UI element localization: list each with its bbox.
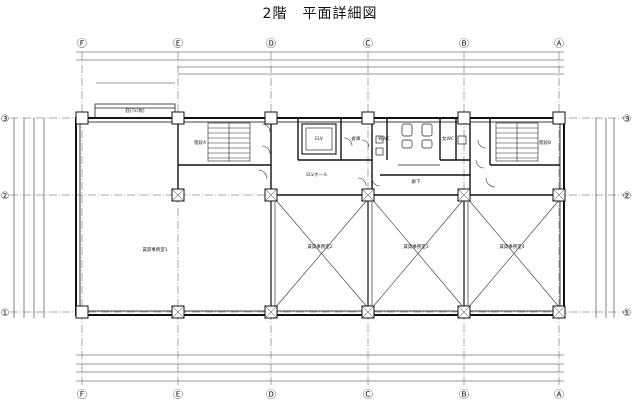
core-walls: [177, 118, 560, 196]
office-2-label: 賃貸事務室2: [307, 243, 332, 250]
office-1-label: 賃貸事務室1: [142, 246, 167, 253]
axis-markers-bottom: Ⓕ Ⓔ Ⓓ Ⓒ Ⓑ Ⓐ: [77, 389, 564, 401]
toilet-fixtures: [375, 123, 467, 166]
axis-label-e-bottom: Ⓔ: [173, 389, 183, 401]
axis-label-d-top: Ⓓ: [266, 38, 276, 50]
axis-label-d-bottom: Ⓓ: [266, 389, 276, 401]
axis-label-2-left: ②: [1, 191, 10, 202]
dimension-lines-left: [13, 118, 45, 318]
axis-label-b-bottom: Ⓑ: [459, 389, 469, 401]
elevator-shaft: [301, 123, 337, 155]
storage-label: 倉庫: [352, 135, 361, 142]
door-swings: [257, 123, 496, 188]
elevator-label: ELV: [315, 136, 324, 142]
axis-label-f-top: Ⓕ: [77, 38, 87, 50]
stair-left: [207, 122, 251, 162]
axis-label-3-right: ③: [623, 114, 632, 125]
axis-label-a-bottom: Ⓐ: [554, 389, 564, 401]
stair-left-label: 階段A: [194, 139, 207, 146]
stair-right-label: 階段B: [539, 139, 551, 146]
grid-lines: [10, 52, 630, 385]
wc-women-label: 女WC: [442, 135, 454, 142]
ev-hall-label: ELVホール: [306, 172, 328, 178]
axis-label-c-top: Ⓒ: [363, 38, 373, 50]
office-3-label: 賃貸事務室3: [403, 243, 428, 250]
stair-right: [495, 122, 539, 162]
axis-label-a-top: Ⓐ: [554, 38, 564, 50]
axis-markers-top: Ⓕ Ⓔ Ⓓ Ⓒ Ⓑ Ⓐ: [77, 38, 564, 50]
exterior-walls: [75, 117, 565, 316]
office-partitions: [270, 195, 469, 312]
axis-markers-right: ③ ② ①: [623, 114, 632, 319]
structural-columns: [75, 111, 566, 319]
wc-men-label: 男WC: [378, 136, 390, 142]
axis-markers-left: ③ ② ①: [1, 114, 10, 319]
axis-label-2-right: ②: [623, 191, 632, 202]
office-4-label: 賃貸事務室4: [499, 243, 524, 250]
void-crossmarks: [274, 198, 561, 309]
balcony-label: 庇(ｱﾙﾐ製): [125, 107, 145, 114]
axis-label-f-bottom: Ⓕ: [77, 389, 87, 401]
column-crosses: [171, 188, 566, 319]
axis-label-3-left: ③: [1, 114, 10, 125]
corridor-label: 廊下: [412, 178, 421, 185]
axis-label-1-right: ①: [623, 308, 632, 319]
balcony: [94, 103, 176, 119]
room-labels: 庇(ｱﾙﾐ製) 階段A 階段B ELV 倉庫 男WC 女WC ELVホール 廊下…: [125, 107, 551, 253]
page-title: 2階 平面詳細図: [262, 6, 378, 22]
dimension-lines-right: [595, 118, 615, 318]
dimension-lines-top: [76, 51, 564, 84]
axis-label-1-left: ①: [1, 308, 10, 319]
axis-label-c-bottom: Ⓒ: [363, 389, 373, 401]
dimension-lines-bottom: [76, 354, 564, 382]
axis-label-b-top: Ⓑ: [459, 38, 469, 50]
axis-label-e-top: Ⓔ: [173, 38, 183, 50]
